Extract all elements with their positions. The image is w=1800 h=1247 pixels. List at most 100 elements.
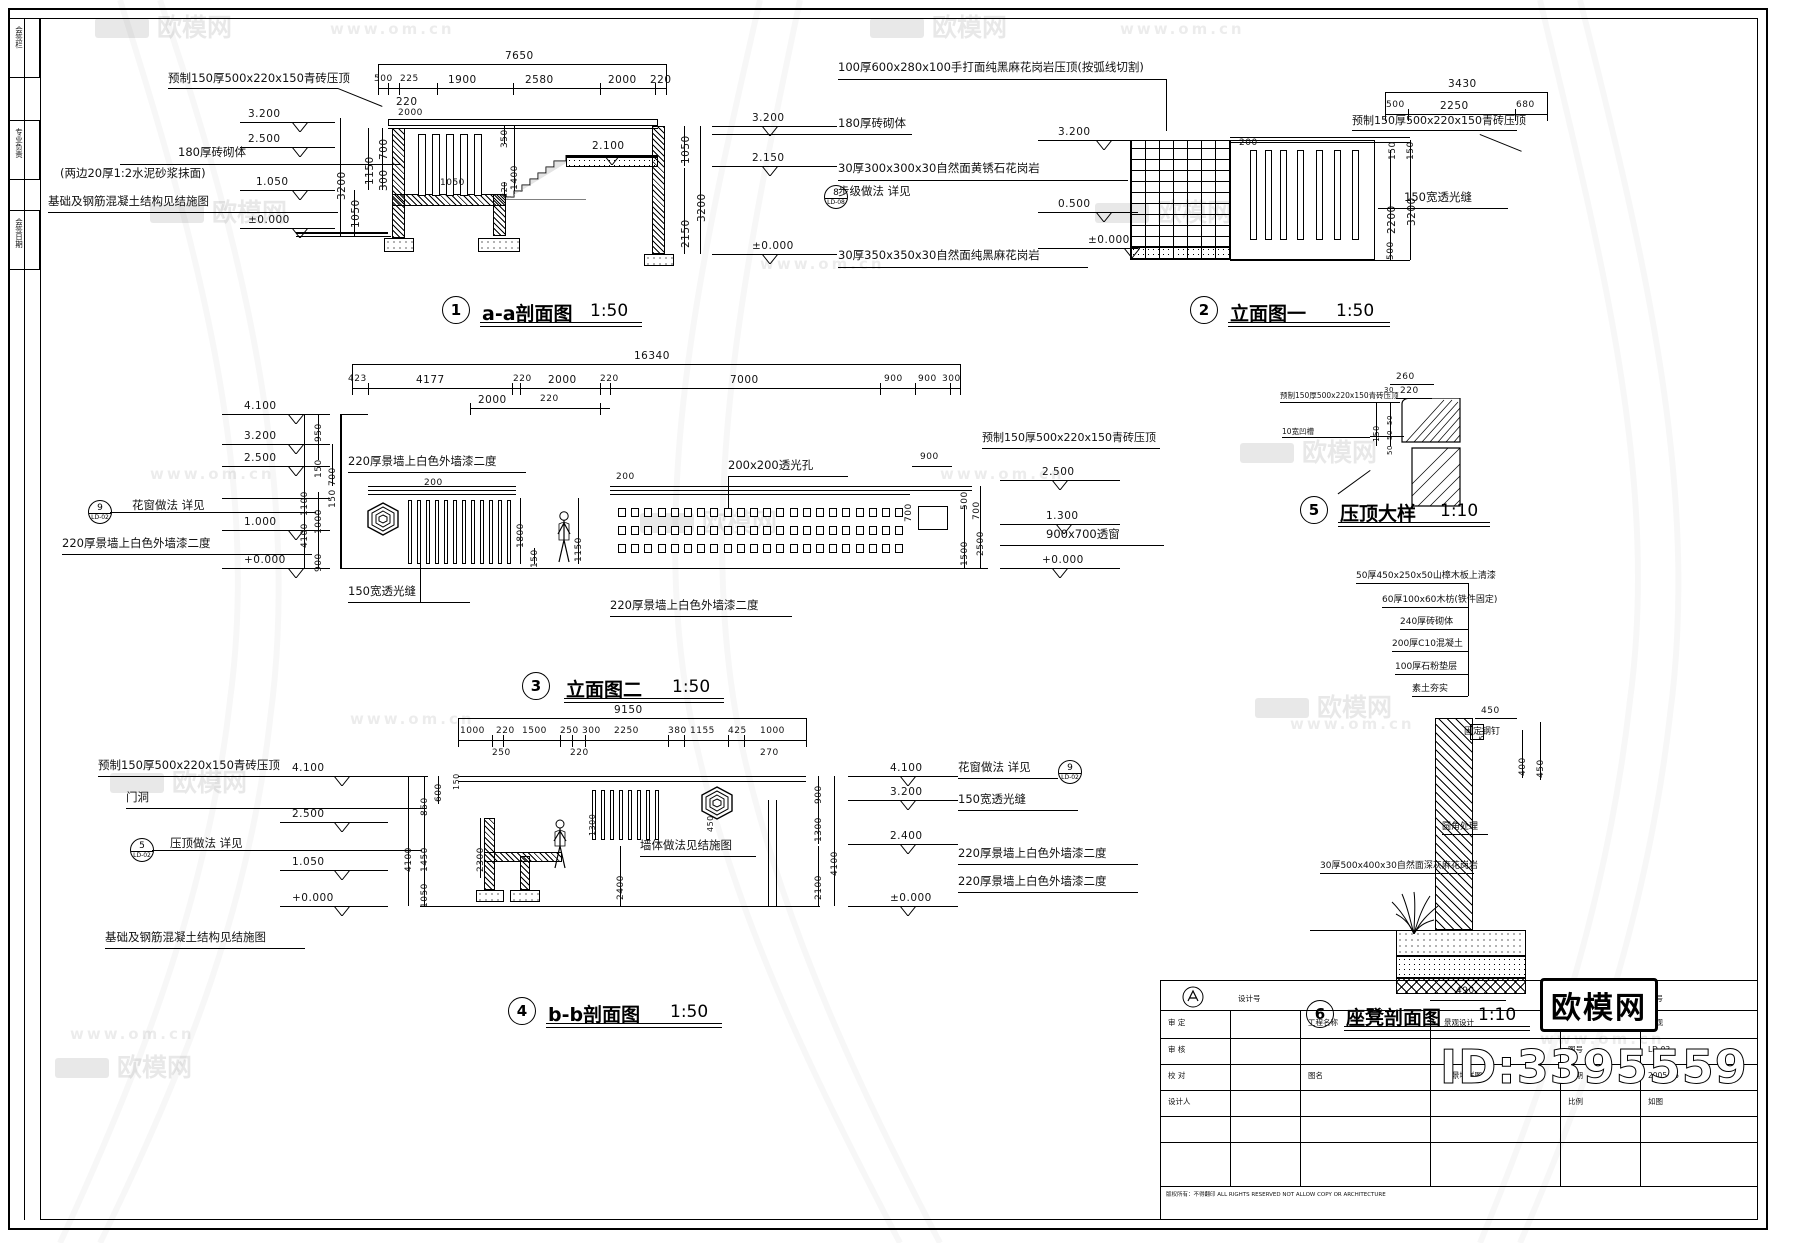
d3-vm-1150: 1150 xyxy=(574,537,584,562)
drawing-4-number[interactable]: 4 xyxy=(508,997,536,1025)
d4-ref-bubble-5[interactable]: 5 LD-02 xyxy=(130,838,154,862)
tb-cell-1-2: 景观设计 xyxy=(1444,1018,1474,1027)
d3-note-perf: 200x200透光孔 xyxy=(728,458,814,472)
d4-v-1450: 1450 xyxy=(420,847,430,872)
d4-t6 xyxy=(585,735,586,747)
d3-note-perf-leader xyxy=(728,476,729,512)
tb-col-5 xyxy=(1640,1010,1641,1186)
binding-box-1 xyxy=(8,18,40,78)
d3-vr-2500: 2500 xyxy=(976,531,986,556)
drawing-2-scale: 1:50 xyxy=(1336,301,1375,321)
d4-ext-r xyxy=(806,718,807,740)
d4-vr-4100: 4100 xyxy=(830,851,840,876)
d2-tick-2 xyxy=(1408,109,1409,121)
footing-mid xyxy=(478,238,520,252)
tb-row-5 xyxy=(1160,1116,1758,1117)
tb-row-4 xyxy=(1160,1090,1758,1091)
tb-company-logo xyxy=(1182,986,1204,1012)
perforation-hole xyxy=(895,544,904,553)
d2-slat-1 xyxy=(1250,150,1257,240)
vdim-1150-line xyxy=(368,128,369,190)
d3-ext-r xyxy=(960,364,961,388)
d4-lvl-1050: 1.050 xyxy=(292,856,325,868)
drawing-1-number[interactable]: 1 xyxy=(442,296,470,324)
d4-dim-9150-line xyxy=(458,718,806,719)
lvl-tri-m3 xyxy=(762,254,778,264)
note-brick-180-r: 180厚砖砌体 xyxy=(838,116,906,130)
tick-e xyxy=(513,83,514,95)
perforation-hole xyxy=(723,508,732,517)
d3-vr-700a: 700 xyxy=(904,503,914,522)
d3-v-700-line xyxy=(332,444,333,486)
d3-ref-bubble-9[interactable]: 9 LD-02 xyxy=(88,500,112,524)
d3-slatA-4 xyxy=(435,500,439,564)
d4-ref-9-bottom: LD-02 xyxy=(1059,772,1081,781)
d4-note-slot150-line xyxy=(958,810,1078,811)
d4-note-found-line xyxy=(105,948,305,949)
ref-bubble-8[interactable]: 8 LD-08 xyxy=(824,185,848,209)
d4-trir-3200 xyxy=(900,800,916,810)
d4-vr-2100: 2100 xyxy=(814,875,824,900)
dim-7650: 7650 xyxy=(505,50,534,62)
d4-note-paint-1: 220厚景墙上白色外墙漆二度 xyxy=(958,846,1107,860)
d3-note-paint-1: 220厚景墙上白色外墙漆二度 xyxy=(62,536,211,550)
d4-lvlr-4100: 4.100 xyxy=(890,762,923,774)
d2-dim-3430-line xyxy=(1385,92,1547,93)
lvl-tri-2100 xyxy=(604,155,620,165)
perforation-hole xyxy=(618,526,626,535)
d4-t2 xyxy=(492,735,493,747)
d3-ext-l xyxy=(352,364,353,388)
d4-t3 xyxy=(503,735,504,747)
d2-slat-3 xyxy=(1280,150,1287,240)
perforation-hole xyxy=(789,508,798,517)
d3-note-paint-3: 220厚景墙上白色外墙漆二度 xyxy=(610,598,759,612)
drawing-2-number[interactable]: 2 xyxy=(1190,296,1218,324)
d3-lvl-3200: 3.200 xyxy=(244,430,277,442)
drawing-2-title: 立面图一 xyxy=(1230,303,1307,325)
d5-leader-groove xyxy=(1370,436,1404,437)
drawing-3-number[interactable]: 3 xyxy=(522,672,550,700)
drawing-1-scale: 1:50 xyxy=(590,301,629,321)
drawing-6-number[interactable]: 6 xyxy=(1306,1000,1334,1028)
d6-dim-450-line xyxy=(1475,718,1517,719)
lvl-2150-m: 2.150 xyxy=(752,152,785,164)
lvl-tri-m1 xyxy=(762,126,778,136)
d5-dim-30: 30 xyxy=(1384,386,1394,394)
d3-note-slot150-leader xyxy=(420,564,421,602)
d5-dim-50c: 50 xyxy=(1386,445,1394,455)
drawing-2-title-underline xyxy=(1228,322,1390,327)
sheet-border-outer xyxy=(8,8,1768,1230)
perforation-hole xyxy=(670,544,679,553)
drawing-6-title: 座凳剖面图 xyxy=(1346,1007,1442,1029)
d6-dim-490-line xyxy=(1430,1000,1506,1001)
d4-note-flower: 花窗做法 详见 xyxy=(958,760,1031,774)
d3-dim-220b: 220 xyxy=(600,374,619,384)
d4-slat-2 xyxy=(601,790,605,840)
perforation-hole xyxy=(816,508,824,517)
ref-bubble-8-top: 8 xyxy=(833,187,839,198)
d6-dim-450b-line xyxy=(1540,722,1541,780)
perforation-hole xyxy=(750,526,758,535)
coping-strip-under xyxy=(388,128,658,129)
slat-3 xyxy=(446,134,454,196)
perforation-hole xyxy=(776,526,785,535)
tb-row-3 xyxy=(1160,1064,1758,1065)
perforation-hole xyxy=(644,526,653,535)
d2-note-slot: 150宽透光缝 xyxy=(1404,190,1472,204)
perforation-hole xyxy=(802,526,811,535)
d2-vdim-500-line xyxy=(1390,240,1391,260)
d4-trir-4100 xyxy=(900,776,916,786)
d3-v-150-line xyxy=(318,444,319,460)
dim-line-chain2 xyxy=(378,88,666,89)
d4-ref5-leader xyxy=(152,850,422,851)
d4-ref-bubble-9[interactable]: 9 LD-02 xyxy=(1058,760,1082,784)
d6-seat-plank xyxy=(1470,724,1484,740)
d3-t2 xyxy=(368,383,369,395)
drawing-5-number[interactable]: 5 xyxy=(1300,496,1328,524)
d4-tri-000 xyxy=(334,906,350,916)
vdim-1050r: 1050 xyxy=(680,135,692,164)
d3-right-dim-900: 900 xyxy=(920,452,939,462)
tick-h xyxy=(666,83,667,95)
d2-ground xyxy=(1230,260,1410,261)
lvl-tri-2 xyxy=(292,147,308,157)
